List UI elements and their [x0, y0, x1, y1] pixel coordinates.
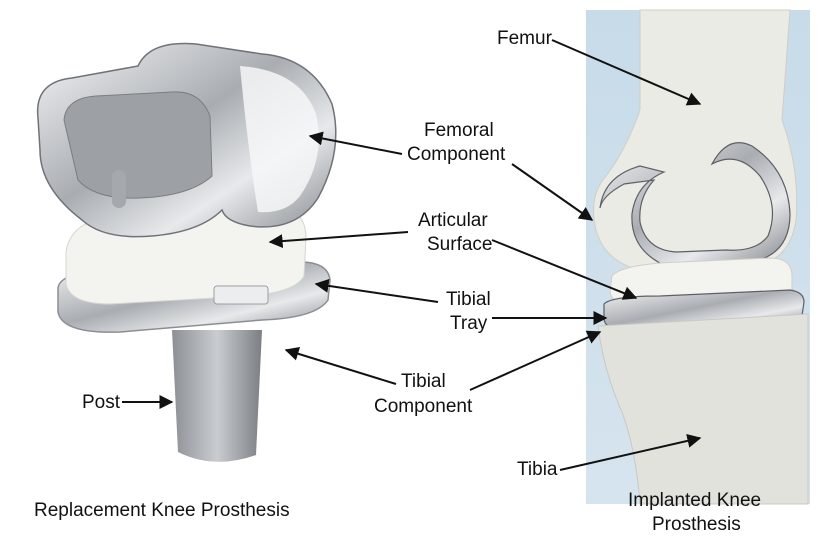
label-tibial-component-line2: Component	[374, 396, 473, 417]
label-femoral-component-line2: Component	[407, 144, 506, 165]
implanted-prosthesis-illustration	[586, 10, 810, 504]
caption-implanted-knee-line2: Prosthesis	[652, 514, 741, 535]
label-post: Post	[82, 392, 121, 413]
label-femur: Femur	[497, 28, 553, 49]
caption-implanted-knee-line1: Implanted Knee	[628, 490, 761, 511]
post-stem	[172, 330, 262, 462]
caption-replacement-knee-prosthesis: Replacement Knee Prosthesis	[34, 500, 290, 521]
label-tibial-tray-line1: Tibial	[446, 289, 491, 310]
label-tibial-tray-line2: Tray	[450, 313, 488, 334]
arrow-tibial-tray-left	[316, 284, 438, 302]
label-tibia: Tibia	[517, 459, 558, 480]
arrow-tibial-component-left	[286, 350, 396, 384]
femoral-peg	[112, 170, 126, 208]
label-articular-surface-line1: Articular	[418, 210, 488, 231]
arrow-tibial-component-right	[470, 332, 600, 390]
tray-tab	[214, 286, 268, 304]
label-articular-surface-line2: Surface	[427, 234, 492, 255]
label-femoral-component-line1: Femoral	[424, 120, 494, 141]
label-tibial-component-line1: Tibial	[401, 371, 446, 392]
femoral-component-inner	[64, 92, 212, 198]
arrow-femoral-component-right	[512, 164, 592, 220]
